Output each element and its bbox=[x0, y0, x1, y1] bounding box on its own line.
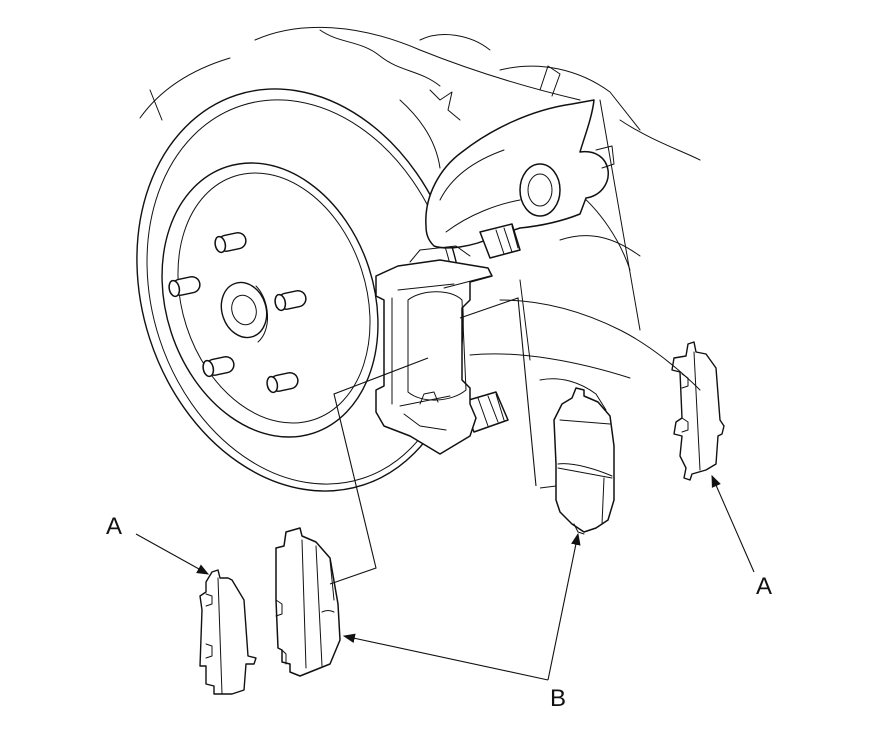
installed-pad bbox=[407, 291, 467, 401]
callout-arrows bbox=[135, 474, 755, 681]
shim-left bbox=[199, 569, 257, 695]
upper-slide-pin bbox=[479, 223, 521, 259]
brake-pad-right bbox=[553, 387, 615, 535]
shim-right bbox=[671, 341, 725, 481]
callout-a-right-label: A bbox=[756, 573, 772, 600]
callout-b-arrow-right bbox=[547, 532, 581, 681]
assembly-guide-lines bbox=[329, 297, 557, 585]
brake-pad-left bbox=[275, 527, 341, 677]
callout-b-label: B bbox=[550, 685, 566, 712]
callout-a-left-label: A bbox=[106, 513, 122, 540]
callout-a-right-arrow bbox=[711, 474, 755, 573]
callout-b-arrow-left bbox=[342, 633, 549, 681]
caliper-bracket bbox=[375, 245, 493, 455]
callout-a-left-arrow bbox=[135, 533, 210, 575]
wheel-studs bbox=[168, 232, 307, 394]
caliper-body bbox=[425, 99, 615, 249]
